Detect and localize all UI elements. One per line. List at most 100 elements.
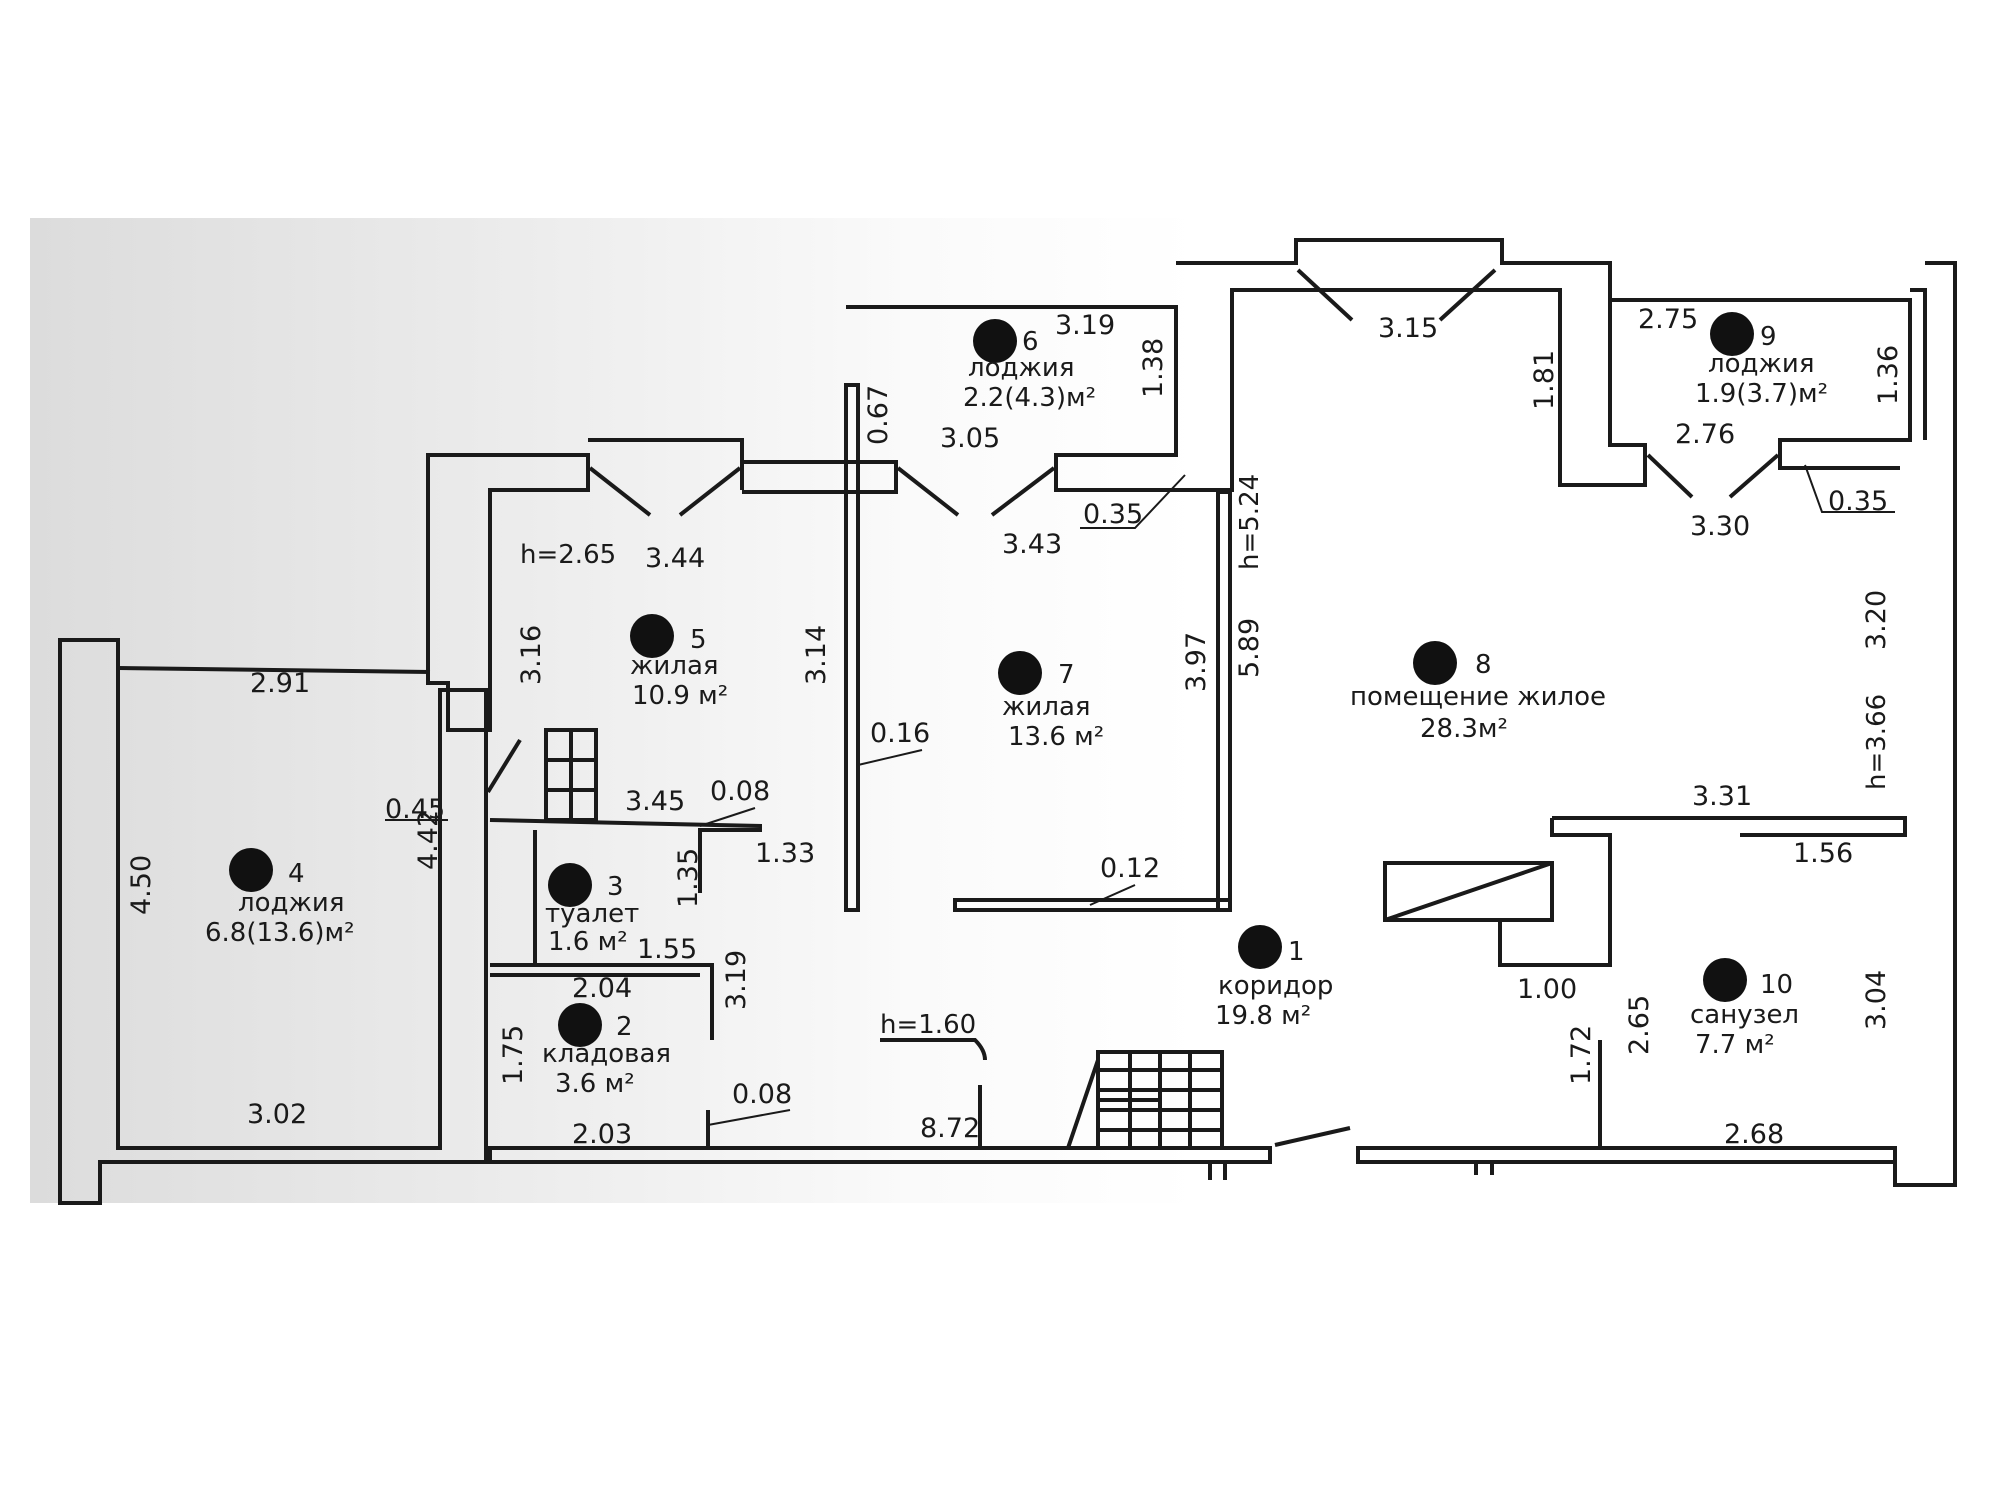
- room-5-number: 5: [690, 625, 707, 655]
- room-2-area: 3.6 м²: [555, 1069, 635, 1099]
- dim-1-35: 1.35: [673, 848, 704, 908]
- window-swing-4: [990, 466, 1056, 517]
- dimension-labels-vertical: 4.50 4.42 3.16 3.14 0.67 1.38 3.97 5.89 …: [126, 338, 1904, 1085]
- window-swing-9: [486, 738, 522, 794]
- dim-3-05: 3.05: [940, 423, 1000, 454]
- dim-1-72: 1.72: [1566, 1025, 1597, 1085]
- room-1-height: h=1.60: [880, 1010, 976, 1040]
- scan-background: [30, 218, 1980, 1203]
- marker-room-5: [630, 614, 674, 658]
- wall-room7-right: [1216, 490, 1232, 912]
- room-5-area: 10.9 м²: [632, 681, 728, 711]
- room-6-name: лоджия: [968, 353, 1074, 383]
- room-2-number: 2: [616, 1012, 633, 1042]
- room-10-height: h=3.66: [1862, 694, 1892, 790]
- room-8-area: 28.3м²: [1420, 714, 1508, 744]
- dim-3-20: 3.20: [1861, 590, 1892, 650]
- door-entrance: [1274, 1126, 1351, 1147]
- window-swing-6: [1438, 268, 1497, 322]
- room-8-name: помещение жилое: [1350, 682, 1606, 712]
- wall-segment-a: [742, 460, 898, 494]
- window-swing-7: [1646, 453, 1694, 499]
- door-small-2: [1474, 1162, 1494, 1175]
- room-4-name: лоджия: [238, 888, 344, 918]
- wall-bottom-right: [1356, 1146, 1897, 1164]
- dim-0-45: 0.45: [385, 794, 445, 825]
- room-10-name: санузел: [1690, 1000, 1799, 1030]
- dim-1-75: 1.75: [498, 1025, 529, 1085]
- dim-3-14: 3.14: [801, 625, 832, 685]
- dim-0-16: 0.16: [870, 718, 930, 749]
- dim-2-75: 2.75: [1638, 304, 1698, 335]
- marker-room-4: [229, 848, 273, 892]
- wall-bathroom-top: [1552, 816, 1907, 837]
- door-small-1: [1208, 1162, 1227, 1180]
- room-9-name: лоджия: [1708, 349, 1814, 379]
- dim-0-08-a: 0.08: [710, 776, 770, 807]
- wall-loggia6: [846, 305, 1230, 492]
- marker-room-10: [1703, 958, 1747, 1002]
- dim-3-45: 3.45: [625, 786, 685, 817]
- window-swings: [486, 268, 1780, 794]
- room-labels: 6 лоджия 2.2(4.3)м² 9 лоджия 1.9(3.7)м² …: [205, 322, 1892, 1099]
- dim-2-65: 2.65: [1624, 995, 1655, 1055]
- dim-1-38: 1.38: [1138, 338, 1169, 398]
- wall-bathroom-block: [1383, 861, 1554, 922]
- room-4-number: 4: [288, 859, 305, 889]
- window-swing-2: [678, 466, 742, 517]
- marker-room-8: [1413, 641, 1457, 685]
- room-2-name: кладовая: [542, 1039, 671, 1069]
- wall-loggia9: [1610, 298, 1912, 470]
- room-1-name: коридор: [1218, 971, 1333, 1001]
- room-7-number: 7: [1058, 660, 1075, 690]
- room-3-number: 3: [607, 872, 624, 902]
- dim-3-43: 3.43: [1002, 529, 1062, 560]
- wall-center-top: [1176, 238, 1647, 492]
- leader-0-35-a: [1080, 474, 1186, 529]
- room-5-name: жилая: [630, 651, 719, 681]
- dim-1-00: 1.00: [1517, 974, 1577, 1005]
- dim-1-56: 1.56: [1793, 838, 1853, 869]
- leader-0-16: [857, 749, 923, 766]
- room-3-name: туалет: [545, 899, 639, 929]
- marker-room-6: [973, 319, 1017, 363]
- room-1-number: 1: [1288, 937, 1305, 967]
- marker-room-3: [548, 863, 592, 907]
- room-7-area: 13.6 м²: [1008, 722, 1104, 752]
- dim-1-33: 1.33: [755, 838, 815, 869]
- marker-room-7: [998, 651, 1042, 695]
- dim-8-72: 8.72: [920, 1113, 980, 1144]
- dim-1-55: 1.55: [637, 934, 697, 965]
- stair-block-a: [544, 728, 598, 822]
- room-9-area: 1.9(3.7)м²: [1695, 379, 1828, 409]
- room-4-area: 6.8(13.6)м²: [205, 918, 355, 948]
- room-markers: [229, 312, 1754, 1047]
- dim-4-42: 4.42: [413, 810, 444, 870]
- leader-0-08-b: [707, 1109, 791, 1126]
- dim-3-44: 3.44: [645, 543, 705, 574]
- window-swing-8: [1728, 453, 1780, 499]
- dim-2-04: 2.04: [572, 973, 632, 1004]
- dim-3-19-b: 3.19: [721, 950, 752, 1010]
- wall-right-inner: [1910, 288, 1927, 440]
- marker-room-1: [1238, 925, 1282, 969]
- dim-1-36: 1.36: [1873, 345, 1904, 405]
- dim-3-02: 3.02: [247, 1099, 307, 1130]
- dim-2-03: 2.03: [572, 1119, 632, 1150]
- dim-3-31: 3.31: [1692, 781, 1752, 812]
- marker-room-2: [558, 1003, 602, 1047]
- leader-lines: [385, 464, 1895, 1126]
- room-6-area: 2.2(4.3)м²: [963, 383, 1096, 413]
- dim-3-15: 3.15: [1378, 313, 1438, 344]
- wall-bottom-left: [488, 1146, 1272, 1164]
- door-opening-mark: [880, 1038, 987, 1148]
- wall-room5: [426, 453, 590, 732]
- wall-bathroom-inner: [1498, 818, 1612, 967]
- window-swing-1: [588, 466, 652, 517]
- wall-toilet-top: [489, 818, 762, 893]
- window-room5: [588, 438, 744, 490]
- dim-1-81: 1.81: [1529, 350, 1560, 410]
- wall-left-loggia: [58, 638, 488, 1205]
- wall-right-outer: [1893, 261, 1957, 1187]
